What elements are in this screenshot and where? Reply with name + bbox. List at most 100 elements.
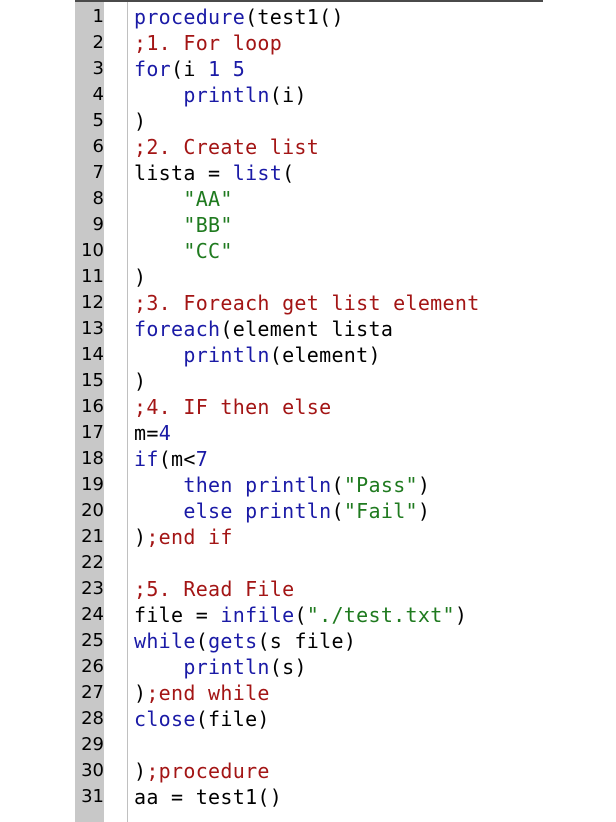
code-token [233, 499, 245, 523]
code-token [134, 239, 183, 263]
code-text: println(s) [134, 654, 307, 680]
code-token: ) [417, 473, 431, 497]
line-number: 22 [81, 552, 104, 573]
code-text: "BB" [134, 212, 233, 238]
line-number: 12 [81, 292, 104, 313]
code-token: ) [134, 525, 147, 549]
code-token: foreach [134, 317, 221, 341]
code-token: ;end while [146, 681, 270, 705]
code-text: ;2. Create list [134, 134, 319, 160]
code-token: "./test.txt" [306, 603, 455, 627]
code-text: println(element) [134, 342, 381, 368]
code-token: 4 [158, 421, 172, 445]
code-token: ;procedure [146, 759, 270, 783]
code-text: procedure(test1() [134, 4, 344, 30]
code-token [233, 473, 245, 497]
line-number: 18 [81, 448, 104, 469]
code-token: (s file) [257, 629, 357, 653]
line-number: 24 [81, 604, 104, 625]
code-token: 1 [208, 57, 221, 81]
code-token: ;end if [146, 525, 233, 549]
line-number: 10 [81, 240, 104, 261]
code-text: "CC" [134, 238, 233, 264]
code-text: ;5. Read File [134, 576, 294, 602]
code-token: println [183, 343, 270, 367]
code-token: else [183, 499, 233, 523]
code-token: if [134, 447, 159, 471]
line-number: 2 [92, 32, 104, 53]
line-number: 4 [92, 84, 104, 105]
code-token: ( [195, 629, 209, 653]
code-token: (test1() [245, 5, 344, 29]
code-token: println [245, 499, 332, 523]
line-number: 15 [81, 370, 104, 391]
code-token: (element) [269, 343, 381, 367]
code-text: ) [134, 368, 146, 394]
line-number: 9 [92, 214, 104, 235]
code-token: ( [331, 473, 344, 497]
code-text: lista = list( [134, 160, 294, 186]
code-token [134, 213, 183, 237]
code-token: (i) [269, 83, 307, 107]
code-text: );end while [134, 680, 270, 706]
line-number: 6 [92, 136, 104, 157]
code-token: ) [417, 499, 431, 523]
line-number: 16 [81, 396, 104, 417]
code-token: println [183, 83, 270, 107]
code-token: (m< [158, 447, 196, 471]
code-token: "Fail" [343, 499, 418, 523]
code-token: 5 [232, 57, 246, 81]
code-token: ;3. Foreach get list element [134, 291, 480, 315]
line-number: 3 [92, 58, 104, 79]
code-token: procedure [134, 5, 246, 29]
code-token [134, 473, 183, 497]
code-token: (s) [269, 655, 307, 679]
line-number: 29 [81, 734, 104, 755]
code-token: list [232, 161, 283, 185]
line-number: 27 [81, 682, 104, 703]
line-number: 7 [92, 162, 104, 183]
line-number: 1 [92, 6, 104, 27]
code-token: "AA" [183, 187, 233, 211]
code-token: aa = test1() [134, 785, 283, 809]
code-token: ) [134, 681, 147, 705]
code-editor[interactable]: 1 procedure(test1() 2 ;1. For loop 3 for(i 1 … [75, 0, 545, 822]
code-token: m= [134, 421, 159, 445]
code-text: while(gets(s file) [134, 628, 356, 654]
line-number-gutter [75, 2, 104, 822]
code-text: ;1. For loop [134, 30, 282, 56]
code-text: else println("Fail") [134, 498, 430, 524]
line-number: 30 [81, 760, 104, 781]
code-token [134, 655, 183, 679]
code-token: ) [134, 369, 147, 393]
line-number: 14 [81, 344, 104, 365]
line-number: 25 [81, 630, 104, 651]
code-text: for(i 1 5 [134, 56, 245, 82]
code-token: "CC" [183, 239, 233, 263]
code-token: ;4. IF then else [134, 395, 332, 419]
line-number: 31 [81, 786, 104, 807]
code-token: ( [282, 161, 295, 185]
code-token [220, 57, 232, 81]
code-token: then [183, 473, 233, 497]
line-number: 13 [81, 318, 104, 339]
code-token [134, 499, 183, 523]
code-text: );end if [134, 524, 233, 550]
code-token: gets [208, 629, 258, 653]
code-token: lista = [134, 161, 233, 185]
code-token [134, 187, 183, 211]
line-number: 20 [81, 500, 104, 521]
code-text: aa = test1() [134, 784, 282, 810]
editor-top-border [75, 0, 543, 2]
code-token: close [134, 707, 196, 731]
code-token: infile [220, 603, 295, 627]
code-text: ;3. Foreach get list element [134, 290, 480, 316]
code-text: m=4 [134, 420, 171, 446]
code-text: close(file) [134, 706, 270, 732]
code-text: ) [134, 264, 146, 290]
code-token: ) [134, 759, 147, 783]
code-token: (i [171, 57, 209, 81]
code-text: foreach(element lista [134, 316, 393, 342]
code-text: );procedure [134, 758, 270, 784]
line-number: 26 [81, 656, 104, 677]
